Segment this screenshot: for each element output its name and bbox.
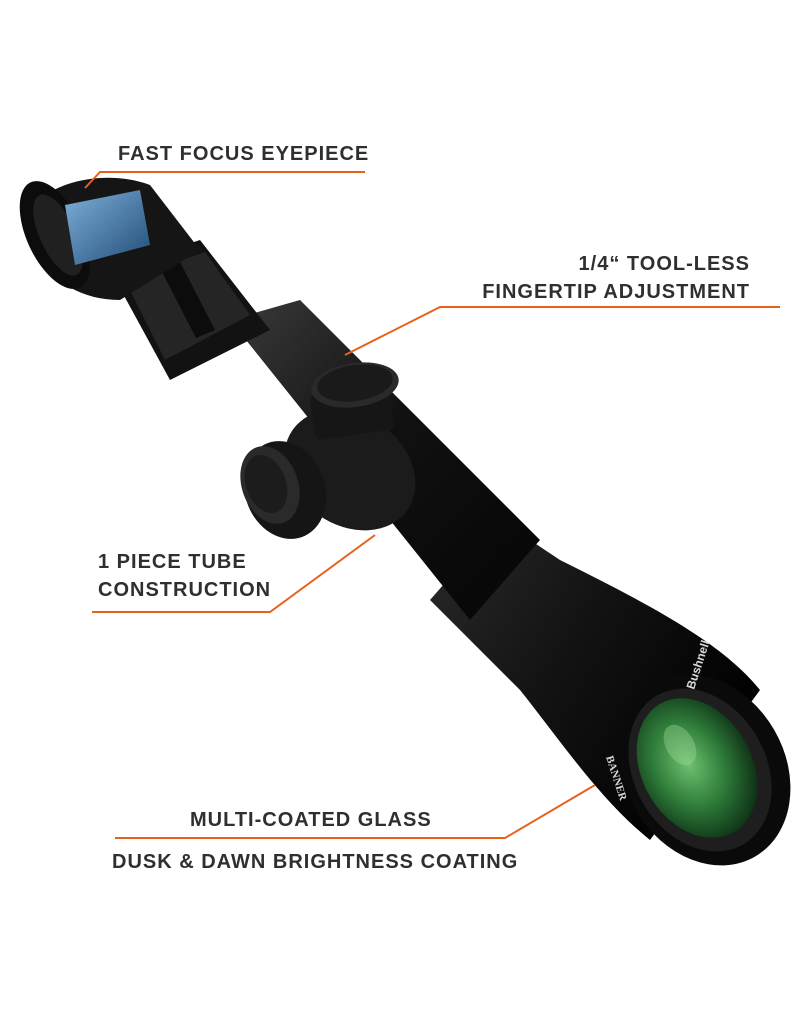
- callout-one-piece-tube: 1 PIECE TUBE CONSTRUCTION: [98, 548, 271, 604]
- elevation-turret-knob: [310, 362, 399, 440]
- leader-tube: [92, 534, 376, 613]
- windage-turret-knob: [240, 441, 327, 539]
- leader-glass: [115, 784, 596, 839]
- callout-adjustment-line1: 1/4“ TOOL-LESS: [578, 253, 750, 275]
- eyepiece: [19, 177, 200, 300]
- leader-lines: [84, 171, 780, 839]
- callout-tube-line2: CONSTRUCTION: [98, 579, 272, 601]
- callout-coating-text: DUSK & DAWN BRIGHTNESS COATING: [112, 851, 519, 873]
- leader-eyepiece: [84, 171, 365, 189]
- leader-adjustment: [344, 306, 780, 356]
- eyepiece-label-band: [65, 190, 150, 265]
- callout-eyepiece-text: FAST FOCUS EYEPIECE: [118, 143, 370, 165]
- objective-lens: [619, 674, 791, 866]
- callout-tube-line1: 1 PIECE TUBE: [98, 551, 247, 573]
- callout-multi-coated-glass: MULTI-COATED GLASS: [190, 806, 432, 834]
- callout-glass-text: MULTI-COATED GLASS: [190, 809, 432, 831]
- callout-fingertip-adjustment: 1/4“ TOOL-LESS FINGERTIP ADJUSTMENT: [482, 250, 750, 306]
- callout-dusk-dawn-coating: DUSK & DAWN BRIGHTNESS COATING: [112, 848, 518, 876]
- callout-adjustment-line2: FINGERTIP ADJUSTMENT: [482, 281, 750, 303]
- callout-fast-focus-eyepiece: FAST FOCUS EYEPIECE: [118, 140, 369, 168]
